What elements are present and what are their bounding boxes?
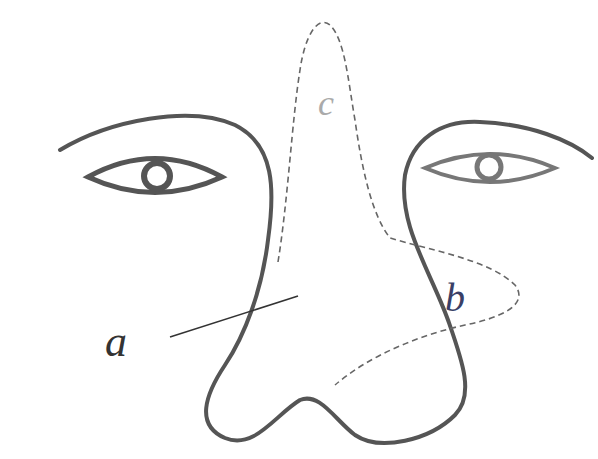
nose-outline — [60, 116, 592, 443]
right-pupil — [477, 155, 501, 179]
dashed-outline — [278, 22, 519, 385]
part-label: a — [105, 320, 127, 364]
left-pupil — [144, 163, 170, 189]
part-label: c — [318, 85, 334, 121]
right-eye — [425, 154, 555, 182]
part-label: b — [445, 278, 465, 318]
leader-line — [170, 296, 298, 337]
left-eye — [88, 159, 222, 193]
